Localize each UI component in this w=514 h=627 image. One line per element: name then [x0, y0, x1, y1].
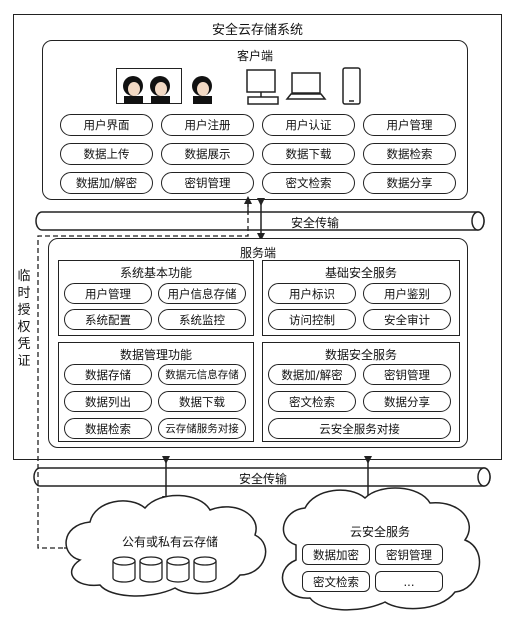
basic-security-title: 基础安全服务 [324, 266, 397, 280]
client-feature: 用户认证 [262, 114, 355, 136]
client-feature: 数据检索 [363, 143, 456, 165]
phone-icon [342, 67, 361, 105]
transport-label-bottom: 安全传输 [238, 472, 287, 486]
transport-pipe-bottom [33, 467, 491, 487]
server-item: 系统配置 [64, 309, 152, 330]
server-item: 用户鉴别 [363, 283, 451, 304]
client-feature: 数据展示 [161, 143, 254, 165]
client-feature: 数据分享 [363, 172, 456, 194]
client-feature: 密文检索 [262, 172, 355, 194]
laptop-icon [285, 72, 327, 100]
server-item: 数据检索 [64, 418, 152, 439]
server-item: 访问控制 [268, 309, 356, 330]
transport-pipe-top [35, 211, 485, 231]
server-item: 系统监控 [158, 309, 246, 330]
client-feature: 数据上传 [60, 143, 153, 165]
server-item: 云安全服务对接 [268, 418, 451, 439]
server-item: 数据下载 [158, 391, 246, 412]
data-security-title: 数据安全服务 [324, 348, 397, 362]
desktop-icon [246, 69, 279, 105]
server-item: 数据元信息存储 [158, 364, 246, 385]
server-item: 云存储服务对接 [158, 418, 246, 439]
token-dashed-line [37, 202, 249, 549]
cloud-security-item: 密钥管理 [375, 544, 443, 565]
storage-cylinders-icon [112, 556, 217, 583]
users-icon [116, 68, 182, 104]
server-title: 服务端 [239, 246, 276, 260]
temp-token-label: 临时授权凭证 [17, 269, 31, 369]
client-title: 客户端 [236, 49, 273, 63]
transport-label-top: 安全传输 [290, 216, 339, 230]
client-feature: 数据下载 [262, 143, 355, 165]
server-item: 数据加/解密 [268, 364, 356, 385]
cloud-security-item: 数据加密 [302, 544, 370, 565]
server-item: 密文检索 [268, 391, 356, 412]
server-item: 数据列出 [64, 391, 152, 412]
system-title: 安全云存储系统 [211, 23, 303, 38]
cloud-security-title: 云安全服务 [349, 525, 410, 539]
server-item: 用户管理 [64, 283, 152, 304]
client-feature: 密钥管理 [161, 172, 254, 194]
data-mgmt-title: 数据管理功能 [119, 348, 192, 362]
server-item: 密钥管理 [363, 364, 451, 385]
client-feature: 用户界面 [60, 114, 153, 136]
client-feature: 用户管理 [363, 114, 456, 136]
cloud-security-item: 密文检索 [302, 571, 370, 592]
system-basic-title: 系统基本功能 [119, 266, 192, 280]
server-item: 用户标识 [268, 283, 356, 304]
cloud-storage-title: 公有或私有云存储 [121, 535, 218, 549]
cloud-security-item: ... [375, 571, 443, 592]
server-item: 数据存储 [64, 364, 152, 385]
server-item: 用户信息存储 [158, 283, 246, 304]
client-feature: 用户注册 [161, 114, 254, 136]
server-item: 数据分享 [363, 391, 451, 412]
client-feature: 数据加/解密 [60, 172, 153, 194]
server-item: 安全审计 [363, 309, 451, 330]
